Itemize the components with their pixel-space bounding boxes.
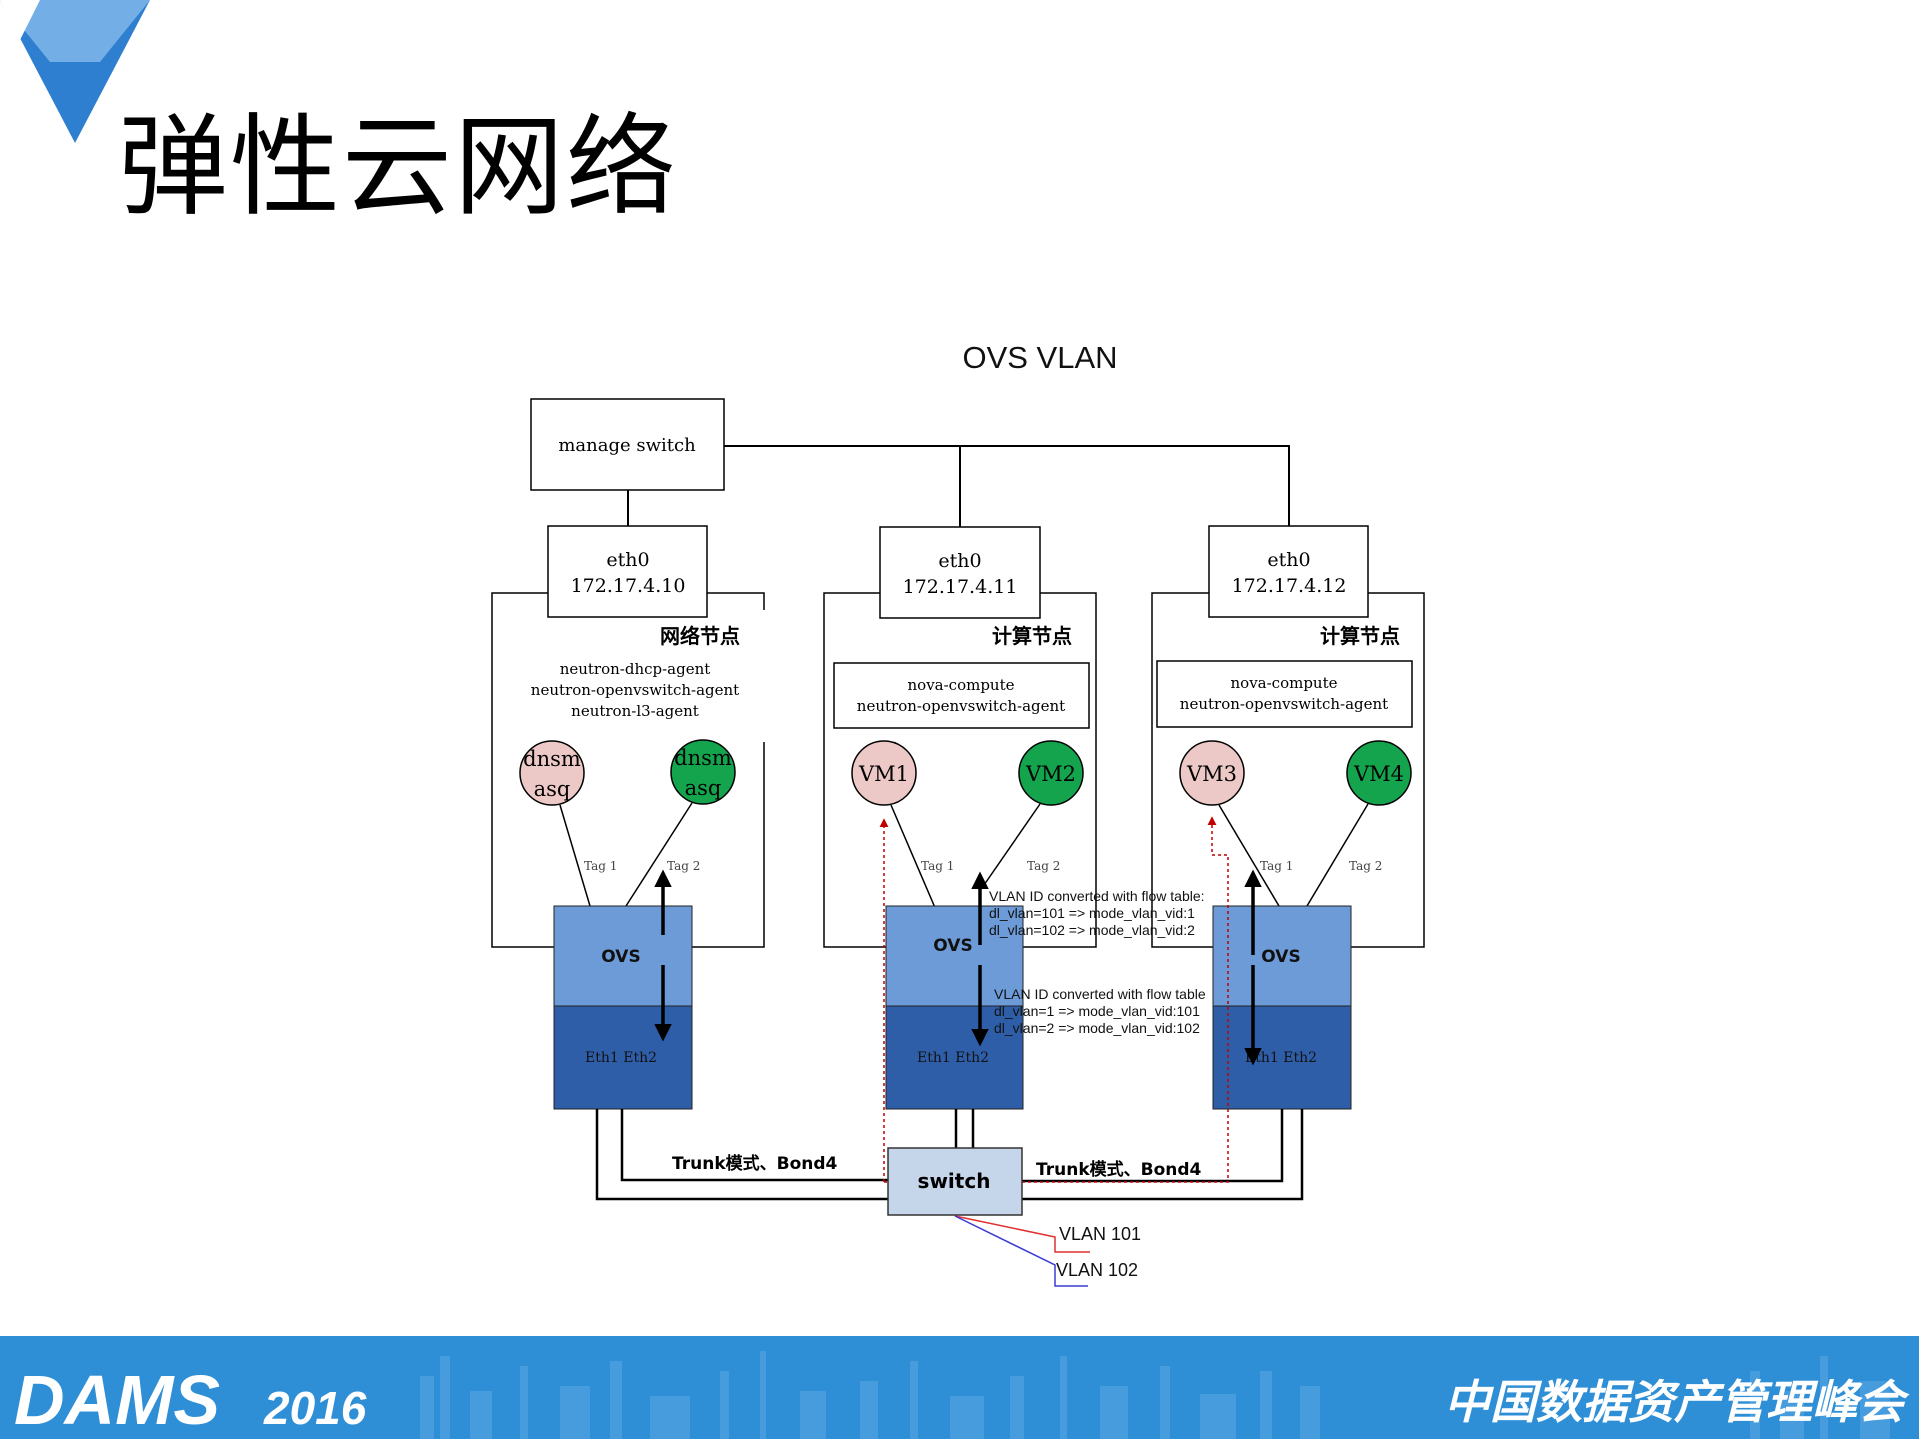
management-bus: [627, 445, 1290, 527]
eth0-label: eth0: [606, 549, 649, 571]
footer-year: 2016: [263, 1382, 367, 1434]
tag-label: Tag 2: [1027, 859, 1060, 873]
ovs-label: OVS: [933, 936, 972, 956]
node-role: 网络节点: [660, 624, 740, 648]
vlan-102-label: VLAN 102: [1056, 1260, 1138, 1280]
eth0-ip: 172.17.4.11: [903, 576, 1018, 598]
tag-label: Tag 2: [1349, 859, 1382, 873]
eth0-label: eth0: [1267, 549, 1310, 571]
manage-switch-label: manage switch: [558, 435, 696, 456]
service-item: neutron-l3-agent: [571, 702, 699, 720]
vlan-101-label: VLAN 101: [1059, 1224, 1141, 1244]
service-item: neutron-openvswitch-agent: [531, 681, 739, 699]
vlan-path: [879, 816, 1229, 1183]
flow-note-line: dl_vlan=102 => mode_vlan_vid:2: [989, 922, 1195, 938]
ovs-label: OVS: [601, 947, 640, 967]
tag-label: Tag 1: [584, 859, 617, 873]
services-box: [1156, 660, 1413, 728]
eth-ports: [1212, 1005, 1352, 1110]
event-name: 中国数据资产管理峰会: [1444, 1375, 1910, 1429]
dnsmasq-tag2: [670, 739, 736, 805]
flow-note-line: VLAN ID converted with flow table:: [989, 888, 1205, 904]
tag-label: Tag 1: [921, 859, 954, 873]
skyline-decoration: [420, 1351, 1890, 1439]
flow-note-line: dl_vlan=101 => mode_vlan_vid:1: [989, 905, 1195, 921]
service-item: nova-compute: [1231, 674, 1338, 692]
eth0-ip: 172.17.4.10: [571, 575, 686, 597]
trunk-cables: [595, 1109, 1304, 1201]
eth-ports: [885, 1005, 1024, 1110]
vm1: [851, 740, 917, 806]
eth0-box: [547, 525, 708, 618]
vm2: [1018, 740, 1084, 806]
tag-label: Tag 2: [667, 859, 700, 873]
node-role: 计算节点: [992, 624, 1072, 648]
service-item: neutron-openvswitch-agent: [857, 697, 1065, 715]
manage-switch: manage switch: [530, 398, 725, 491]
eth0-ip: 172.17.4.12: [1232, 575, 1347, 597]
eth0-box: [879, 526, 1041, 619]
vm-label: dnsm: [674, 746, 732, 770]
vm-label: VM3: [1186, 762, 1237, 786]
switch-label: switch: [918, 1169, 991, 1193]
dams-logo: DAMS: [14, 1361, 220, 1439]
network-node: eth0 172.17.4.10 网络节点 neutron-dhcp-agent…: [491, 525, 765, 1110]
vm-label: VM2: [1025, 762, 1076, 786]
ovs-box: [1212, 905, 1352, 1007]
eth-ports-label: Eth1 Eth2: [917, 1050, 989, 1066]
trunk-label-right: Trunk模式、Bond4: [1036, 1159, 1202, 1180]
footer-banner: DAMS 2016 中国数据资产管理峰会: [0, 1336, 1919, 1439]
dnsmasq-tag1: [519, 740, 585, 806]
flow-table-note-upper: VLAN ID converted with flow table: dl_vl…: [989, 888, 1205, 938]
ovs-box: [885, 905, 1024, 1007]
eth0-box: [1208, 525, 1369, 618]
compute-node-1: eth0 172.17.4.11 计算节点 nova-compute neutr…: [823, 526, 1097, 1110]
flow-table-note-lower: VLAN ID converted with flow table dl_vla…: [994, 986, 1206, 1036]
ovs-vlan-diagram: OVS VLAN manage switch eth0 172.17.4.10 …: [0, 0, 1425, 1287]
services-box: [833, 662, 1090, 729]
eth-ports-label: Eth1 Eth2: [1245, 1050, 1317, 1066]
ovs-box: [553, 905, 693, 1007]
eth-ports-label: Eth1 Eth2: [585, 1050, 657, 1066]
node-role: 计算节点: [1320, 624, 1400, 648]
service-item: neutron-dhcp-agent: [560, 660, 711, 678]
service-item: nova-compute: [908, 676, 1015, 694]
service-item: neutron-openvswitch-agent: [1180, 695, 1388, 713]
vlan-legend: VLAN 101 VLAN 102: [954, 1215, 1141, 1287]
vm-label: asq: [685, 776, 722, 800]
vm4: [1346, 740, 1412, 806]
vm-label: asq: [534, 777, 571, 801]
eth0-label: eth0: [938, 550, 981, 572]
vm-label: dnsm: [523, 747, 581, 771]
slide-title: 弹性云网络: [118, 103, 678, 231]
switch: switch: [887, 1147, 1023, 1216]
vm-label: VM1: [858, 762, 909, 786]
flow-note-line: VLAN ID converted with flow table: [994, 986, 1206, 1002]
tag-label: Tag 1: [1260, 859, 1293, 873]
vm3: [1179, 740, 1245, 806]
flow-note-line: dl_vlan=1 => mode_vlan_vid:101: [994, 1003, 1200, 1019]
compute-node-2: eth0 172.17.4.12 计算节点 nova-compute neutr…: [1151, 525, 1425, 1110]
trunk-label-left: Trunk模式、Bond4: [672, 1153, 838, 1174]
flow-note-line: dl_vlan=2 => mode_vlan_vid:102: [994, 1020, 1200, 1036]
ovs-label: OVS: [1261, 947, 1300, 967]
corner-decoration: [0, 0, 150, 143]
vm-label: VM4: [1353, 762, 1404, 786]
diagram-title: OVS VLAN: [962, 340, 1117, 375]
eth-ports: [553, 1005, 693, 1110]
